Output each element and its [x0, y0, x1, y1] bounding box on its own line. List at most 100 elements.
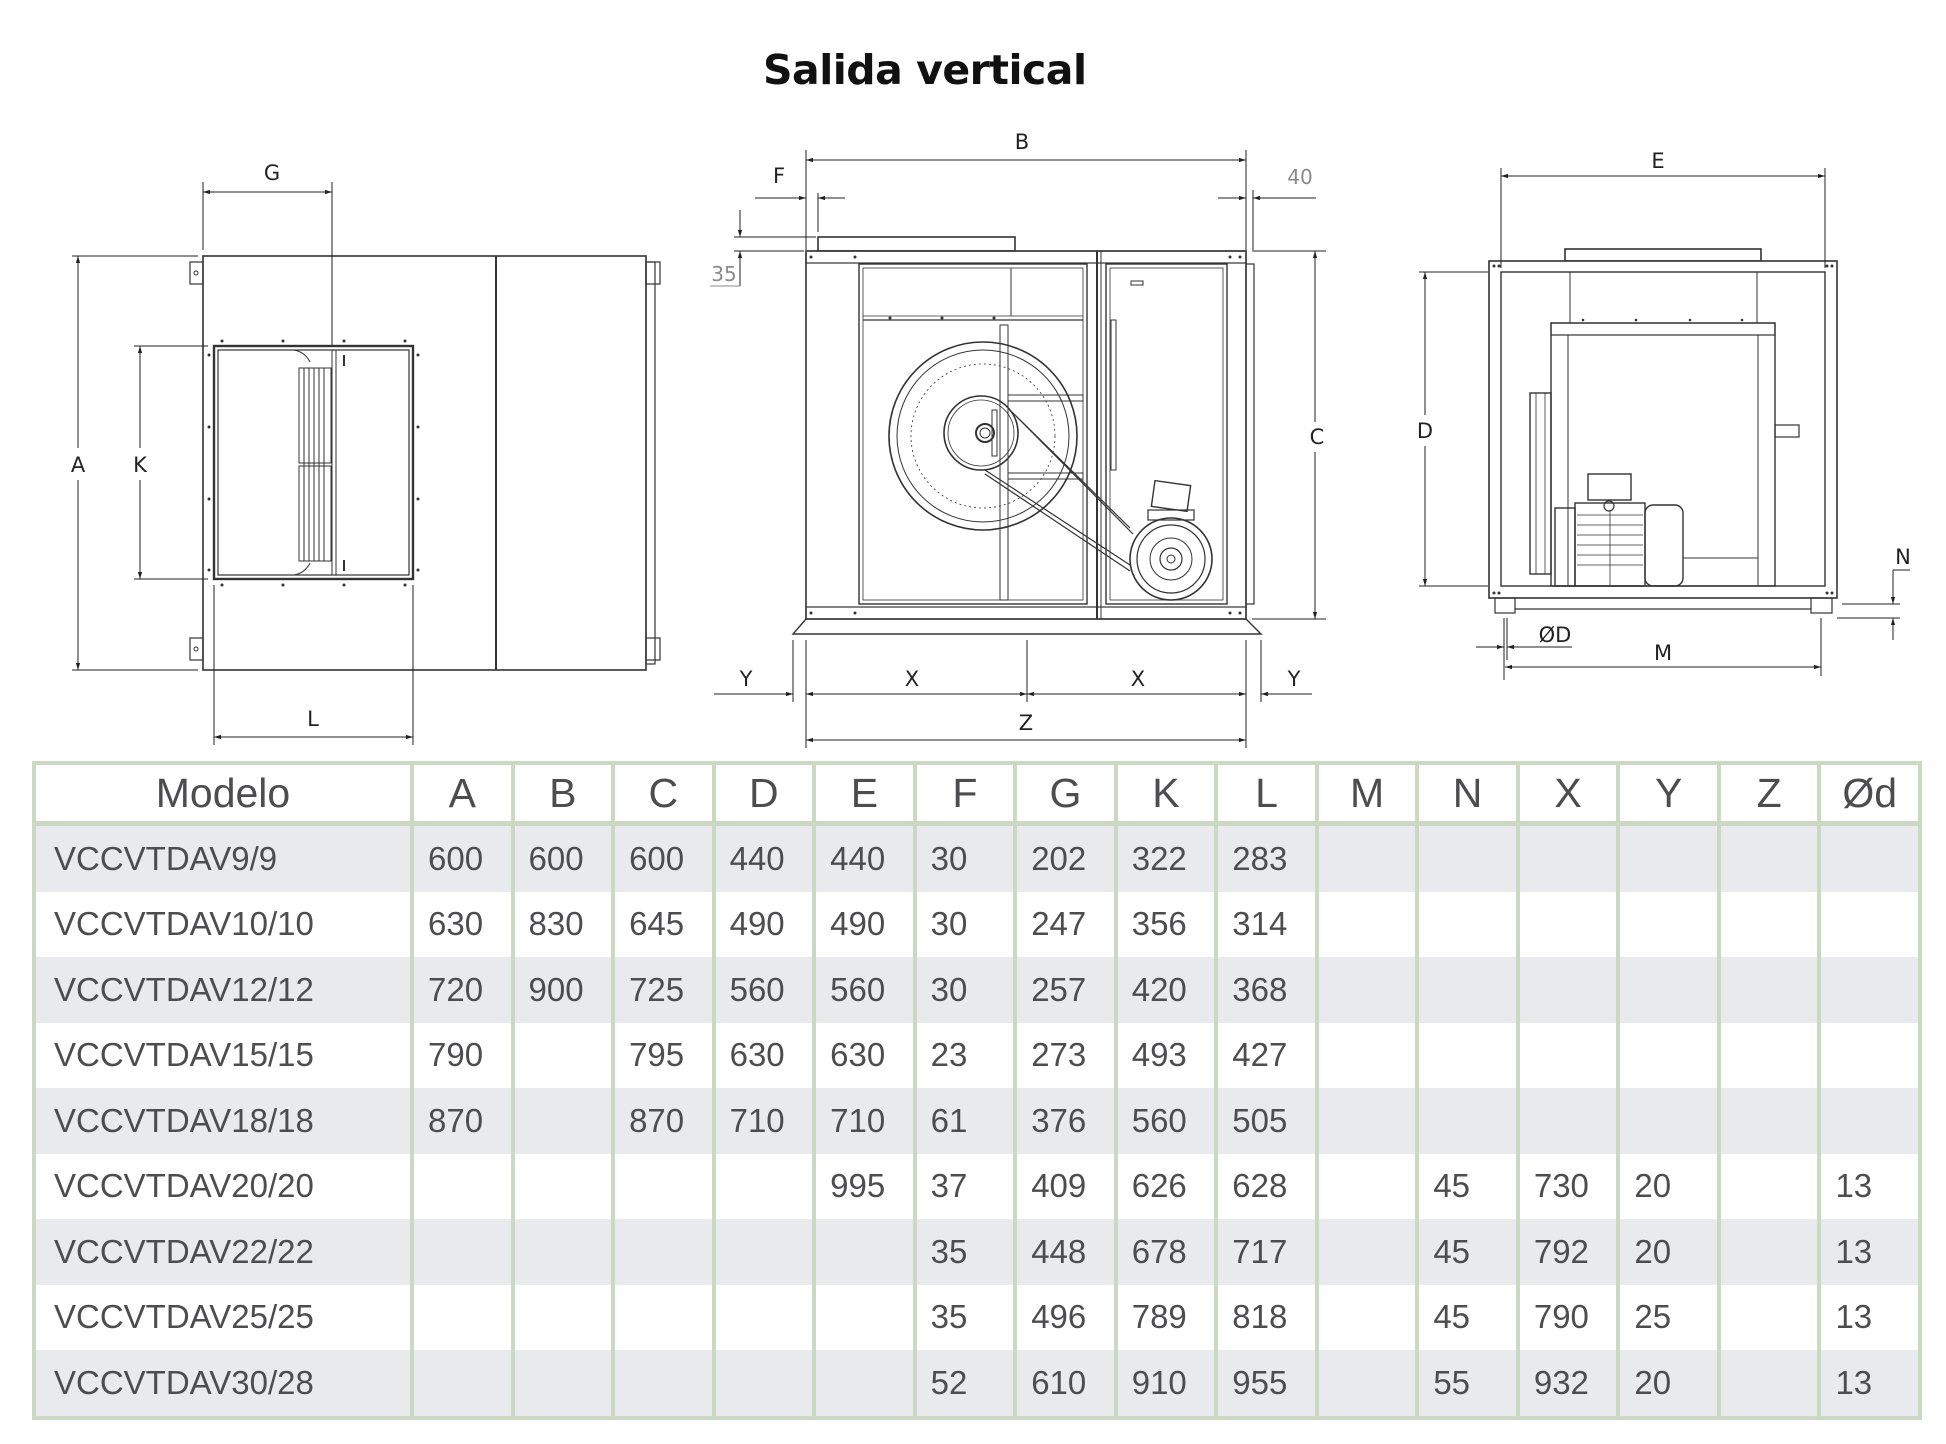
dimension-cell-f: 30 [912, 957, 1018, 1023]
dimension-cell-ød [1817, 957, 1922, 1023]
dimension-cell-b [510, 1219, 616, 1285]
dimension-cell-d [711, 1219, 817, 1285]
dimension-cell-m [1314, 957, 1420, 1023]
dimension-cell-f: 30 [912, 891, 1018, 957]
model-name-cell: VCCVTDAV22/22 [32, 1219, 414, 1285]
dim-label-z: Z [1019, 711, 1033, 735]
dimension-cell-z [1716, 1022, 1822, 1088]
dimension-cell-x [1515, 957, 1621, 1023]
dimension-cell-f: 37 [912, 1153, 1018, 1219]
dim-label-m: M [1654, 641, 1672, 665]
dimension-cell-x [1515, 1088, 1621, 1154]
dimension-cell-k: 626 [1113, 1153, 1219, 1219]
dimension-cell-f: 23 [912, 1022, 1018, 1088]
dim-label-d: D [1417, 419, 1433, 443]
dimension-cell-k: 420 [1113, 957, 1219, 1023]
dim-label-e: E [1651, 149, 1664, 173]
dimension-cell-y [1616, 957, 1721, 1023]
column-header-a: A [410, 763, 515, 826]
dimension-cell-e: 560 [812, 957, 917, 1023]
dimension-cell-z [1716, 1153, 1822, 1219]
column-header-l: L [1214, 763, 1319, 826]
dimension-cell-a [410, 1219, 515, 1285]
dimension-cell-n [1415, 1022, 1520, 1088]
side-view-drawing [72, 182, 661, 745]
dimension-cell-d: 630 [711, 1022, 817, 1088]
dimension-cell-c [611, 1350, 716, 1418]
model-name-cell: VCCVTDAV18/18 [32, 1088, 414, 1154]
dimension-cell-ød [1817, 1022, 1922, 1088]
column-header-c: C [611, 763, 716, 826]
dimension-cell-ød: 13 [1817, 1153, 1922, 1219]
dimension-cell-z [1716, 1219, 1822, 1285]
dimension-cell-a: 720 [410, 957, 515, 1023]
dimension-cell-x: 792 [1515, 1219, 1621, 1285]
dimension-cell-n [1415, 891, 1520, 957]
dimension-cell-f: 30 [912, 823, 1018, 892]
dim-label-l: L [307, 707, 319, 731]
dimension-cell-y [1616, 1022, 1721, 1088]
dim-label-x-right: X [1131, 667, 1145, 691]
dimension-cell-d [711, 1350, 817, 1418]
dim-label-od: ØD [1539, 623, 1572, 647]
dimension-cell-l: 427 [1214, 1022, 1319, 1088]
dimension-cell-z [1716, 1088, 1822, 1154]
dimension-cell-k: 789 [1113, 1284, 1219, 1350]
dimension-cell-b [510, 1350, 616, 1418]
dimension-cell-n: 55 [1415, 1350, 1520, 1418]
dimension-cell-z [1716, 1284, 1822, 1350]
column-header-d: D [711, 763, 817, 826]
model-name-cell: VCCVTDAV10/10 [32, 891, 414, 957]
dimension-cell-k: 560 [1113, 1088, 1219, 1154]
dimension-cell-b [510, 1022, 616, 1088]
dimension-cell-f: 35 [912, 1219, 1018, 1285]
dimension-cell-g: 448 [1013, 1219, 1118, 1285]
dimension-cell-d: 560 [711, 957, 817, 1023]
model-name-cell: VCCVTDAV30/28 [32, 1350, 414, 1418]
dimension-cell-a: 600 [410, 823, 515, 892]
dimension-cell-c [611, 1284, 716, 1350]
column-header-ød: Ød [1817, 763, 1922, 826]
dimension-cell-y: 20 [1616, 1153, 1721, 1219]
dimension-cell-x [1515, 1022, 1621, 1088]
dimension-cell-n: 45 [1415, 1153, 1520, 1219]
dimension-cell-e: 710 [812, 1088, 917, 1154]
dimension-cell-k: 322 [1113, 823, 1219, 892]
dimension-cell-ød [1817, 823, 1922, 892]
dimension-cell-z [1716, 1350, 1822, 1418]
column-header-z: Z [1716, 763, 1822, 826]
dimension-cell-f: 52 [912, 1350, 1018, 1418]
dimension-cell-m [1314, 823, 1420, 892]
rear-view-drawing [1419, 168, 1910, 680]
dimension-cell-b: 830 [510, 891, 616, 957]
dimension-cell-l: 314 [1214, 891, 1319, 957]
dimension-cell-m [1314, 1022, 1420, 1088]
dimension-cell-c: 645 [611, 891, 716, 957]
dim-label-x-left: X [905, 667, 919, 691]
column-header-modelo: Modelo [32, 763, 414, 826]
dimension-cell-c [611, 1153, 716, 1219]
dim-label-a: A [71, 453, 86, 477]
column-header-k: K [1113, 763, 1219, 826]
dim-label-f: F [773, 164, 785, 188]
model-name-cell: VCCVTDAV20/20 [32, 1153, 414, 1219]
dimension-cell-a [410, 1153, 515, 1219]
dimension-cell-x: 932 [1515, 1350, 1621, 1418]
dim-label-b: B [1015, 130, 1029, 154]
model-name-cell: VCCVTDAV15/15 [32, 1022, 414, 1088]
dimension-cell-g: 409 [1013, 1153, 1118, 1219]
dimension-cell-l: 628 [1214, 1153, 1319, 1219]
dimension-cell-n [1415, 957, 1520, 1023]
dimension-cell-k: 493 [1113, 1022, 1219, 1088]
dimension-cell-z [1716, 891, 1822, 957]
page-title: Salida vertical [763, 46, 1087, 94]
dimension-cell-l: 283 [1214, 823, 1319, 892]
